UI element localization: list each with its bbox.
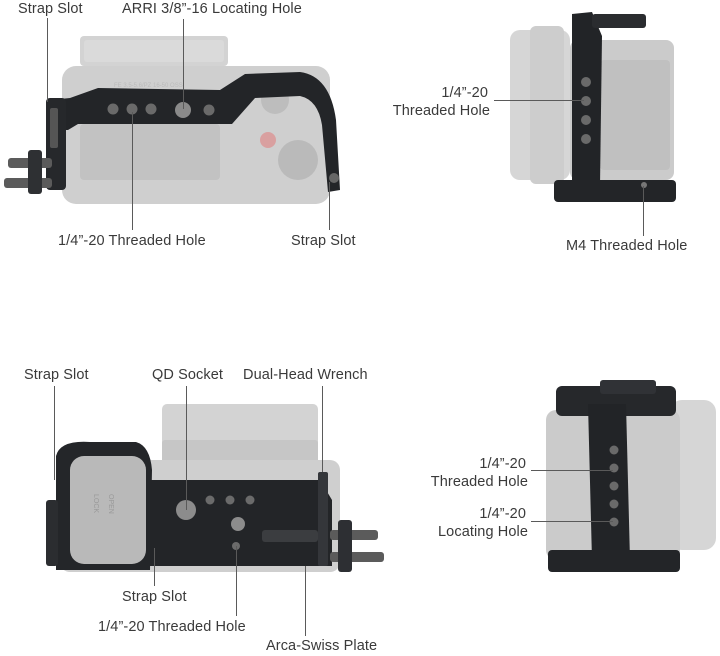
- lead-threaded-hole-top-right: [494, 100, 584, 101]
- label-threaded-hole-line2-bottom-right: Threaded Hole: [430, 474, 528, 490]
- lead-threaded-hole-top-left: [132, 112, 133, 230]
- label-threaded-hole-bottom-left: 1/4”-20 Threaded Hole: [98, 619, 246, 635]
- label-threaded-hole-top-left: 1/4”-20 Threaded Hole: [58, 233, 206, 249]
- lead-strap-slot-right: [329, 182, 330, 230]
- lead-dual-head-wrench: [322, 386, 323, 472]
- camera-model-text: FE 3.5-5.6/PZ 16-50 OSS: [114, 83, 183, 89]
- label-strap-slot-bottom-bottom-left: Strap Slot: [122, 589, 187, 605]
- lead-threaded-hole-bottom-left: [236, 546, 237, 616]
- other-side-view-illustration: [546, 380, 716, 572]
- lead-threaded-hole-bottom-right: [531, 470, 613, 471]
- label-threaded-hole-line1-bottom-right: 1/4”-20: [479, 456, 526, 472]
- label-strap-slot-top-left: Strap Slot: [18, 1, 83, 17]
- label-qd-socket: QD Socket: [152, 367, 224, 383]
- side-view-illustration: [510, 12, 676, 202]
- label-threaded-hole-line2-top-right: Threaded Hole: [392, 103, 490, 119]
- battery-door-lock-text: LOCK: [92, 494, 99, 514]
- lead-strap-slot-bottom: [154, 548, 155, 586]
- label-locating-hole-line2: Locating Hole: [438, 524, 528, 540]
- lead-m4-hole: [643, 186, 644, 236]
- label-dual-head-wrench: Dual-Head Wrench: [243, 367, 368, 383]
- bottom-view-illustration: [46, 404, 384, 572]
- top-view-illustration: [4, 36, 340, 204]
- label-locating-hole-line1: 1/4”-20: [479, 506, 526, 522]
- label-strap-slot-right-top-left: Strap Slot: [291, 233, 356, 249]
- label-threaded-hole-line1-top-right: 1/4”-20: [441, 85, 488, 101]
- label-arri-hole: ARRI 3/8”-16 Locating Hole: [122, 1, 302, 17]
- lead-locating-hole: [531, 521, 613, 522]
- lead-strap-slot-top-left: [47, 18, 48, 102]
- label-strap-slot-top-bottom-left: Strap Slot: [24, 367, 89, 383]
- lead-arca-swiss-plate: [305, 566, 306, 636]
- label-arca-swiss-plate: Arca-Swiss Plate: [266, 638, 378, 654]
- battery-door-open-text: OPEN: [107, 494, 114, 514]
- lead-strap-slot-top-bottom-left: [54, 386, 55, 480]
- lead-qd-socket: [186, 386, 187, 510]
- lead-arri-hole: [183, 19, 184, 109]
- label-m4-hole: M4 Threaded Hole: [566, 238, 688, 254]
